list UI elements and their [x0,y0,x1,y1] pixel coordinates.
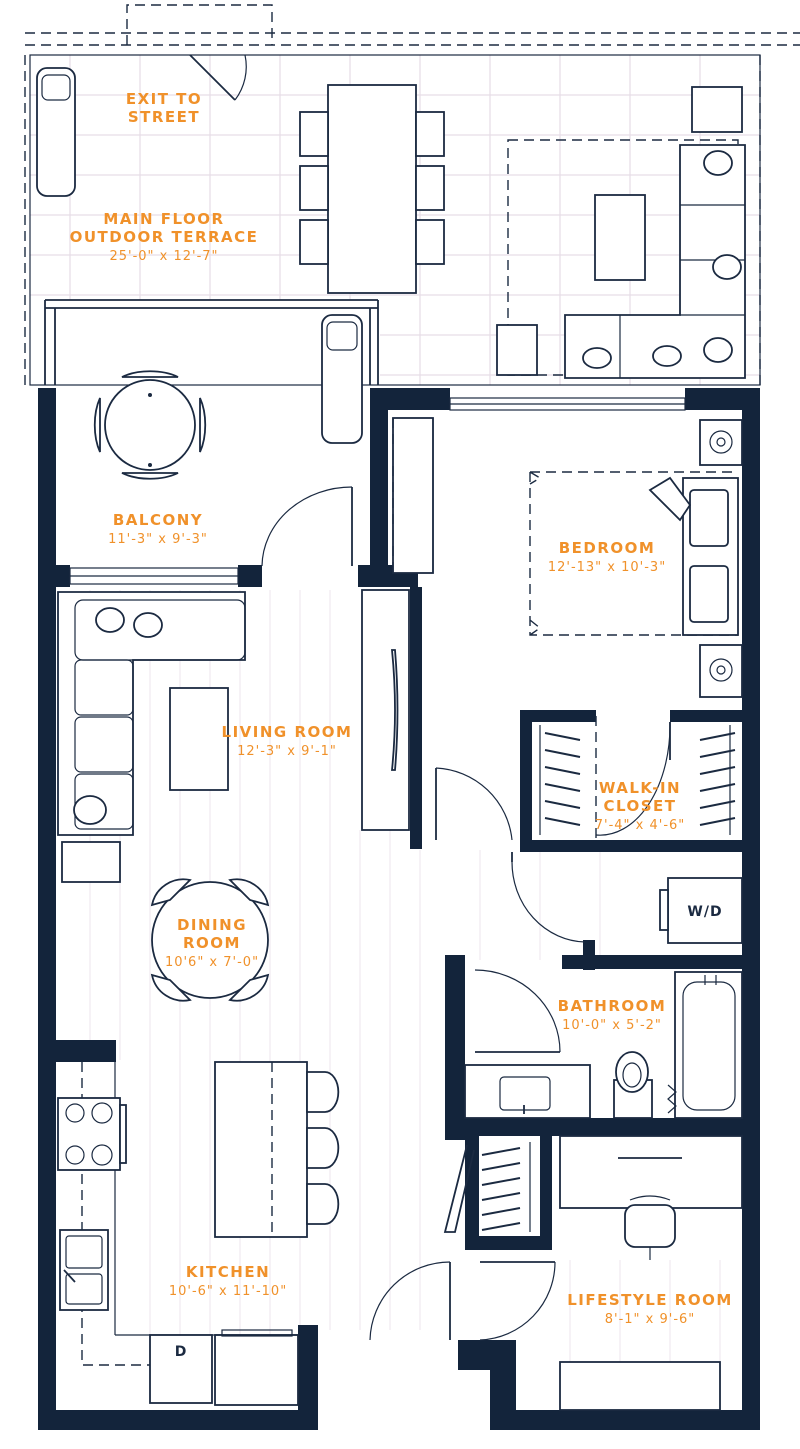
bathroom-dims: 10'-0" x 5'-2" [562,1018,662,1033]
living-name: LIVING ROOM [222,723,353,741]
balcony-railing [44,299,379,385]
washer-dryer [659,877,743,944]
balcony-lounge-chair [321,314,363,444]
dining-label: DINING ROOM 10'6" x 7'-0" [165,916,259,970]
closet-dims: 7'-4" x 4'-6" [595,818,686,833]
living-dims: 12'-3" x 9'-1" [237,744,337,759]
closet-rods [539,716,736,838]
terrace-label: MAIN FLOOR OUTDOOR TERRACE 25'-0" x 12'-… [70,210,259,264]
closet-label: WALK-IN CLOSET 7'-4" x 4'-6" [595,779,686,833]
washer-dryer-label: W/D [687,904,722,920]
exit-label-line2: STREET [128,108,200,126]
lifestyle-door[interactable] [479,1261,556,1341]
closet-name-line2: CLOSET [603,797,676,815]
lifestyle-name: LIFESTYLE ROOM [567,1291,733,1309]
living-side-table [61,841,121,883]
terrace-lounge-set [496,86,746,379]
kitchen-dims: 10'-6" x 11'-10" [169,1284,287,1299]
living-tv-console [361,589,410,831]
terrace-dims: 25'-0" x 12'-7" [109,249,218,264]
living-label: LIVING ROOM 12'-3" x 9'-1" [222,723,353,759]
exit-door[interactable] [189,54,247,101]
bathroom-door[interactable] [474,969,561,1053]
balcony-dims: 11'-3" x 9'-3" [108,532,208,547]
entry-door[interactable] [369,1261,451,1341]
balcony-label: BALCONY 11'-3" x 9'-3" [108,511,208,547]
lifestyle-bench [559,1361,721,1411]
lifestyle-label: LIFESTYLE ROOM 8'-1" x 9'-6" [567,1291,733,1327]
kitchen-sink [59,1229,109,1311]
dining-name-line2: ROOM [183,934,241,952]
closet-name-line1: WALK-IN [599,779,681,797]
bedroom-nightstand-north [699,419,743,466]
balcony-name: BALCONY [113,511,203,529]
bathroom-name: BATHROOM [558,997,667,1015]
dining-dims: 10'6" x 7'-0" [165,955,259,970]
bedroom-dims: 12'-13" x 10'-3" [548,560,666,575]
bathroom-tub [667,971,743,1119]
bedroom-name: BEDROOM [559,539,656,557]
bedroom-nightstand-south [699,644,743,698]
kitchen-fridge [214,1329,299,1406]
kitchen-label: KITCHEN 10'-6" x 11'-10" [169,1263,287,1299]
walls [38,388,760,1430]
kitchen-dishwasher [149,1334,213,1404]
terrace-name-line2: OUTDOOR TERRACE [70,228,259,246]
exit-label-line1: EXIT TO [126,90,202,108]
dishwasher-label: D [175,1344,188,1360]
terrace-lounge-chair [36,67,76,197]
terrace-name-line1: MAIN FLOOR [103,210,224,228]
bedroom-label: BEDROOM 12'-13" x 10'-3" [548,539,666,575]
bathroom-label: BATHROOM 10'-0" x 5'-2" [558,997,667,1033]
wd-label: W/D [687,904,722,920]
lifestyle-desk [559,1135,743,1209]
terrace-boundary [24,4,800,390]
bathroom-vanity [464,1064,591,1119]
terrace-dining-set [299,84,445,294]
dining-name-line1: DINING [177,916,247,934]
bathroom-toilet [613,1051,653,1119]
kitchen-island [214,1061,340,1238]
dining-table [150,878,270,1002]
windows [69,397,686,585]
laundry-door[interactable] [511,852,586,943]
lifestyle-desk-chair [624,1195,676,1260]
linen-closet [443,1142,531,1233]
kitchen-stove [57,1097,127,1171]
dishwasher-label-group: D [175,1344,188,1360]
bedroom-closet-dashed [392,417,434,574]
exit-label: EXIT TO STREET [126,90,202,126]
living-coffee-table [169,687,229,791]
bedroom-bed [529,471,739,636]
balcony-door[interactable] [261,486,353,567]
lifestyle-dims: 8'-1" x 9'-6" [605,1312,696,1327]
balcony-bistro-set [93,370,207,480]
kitchen-name: KITCHEN [186,1263,270,1281]
living-sofa [57,591,246,836]
bedroom-door[interactable] [435,767,513,841]
